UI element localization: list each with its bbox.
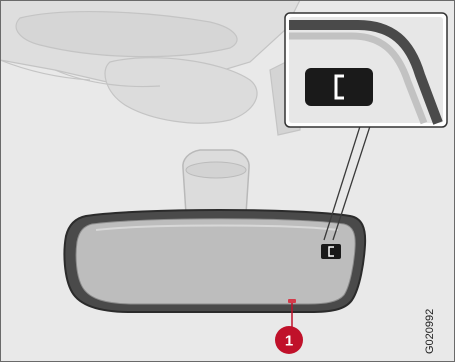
figure-code: G020992: [424, 309, 436, 354]
inset-indicator-icon: [305, 68, 373, 106]
mirror-indicator-icon: [321, 244, 341, 259]
callout-number: 1: [285, 333, 293, 350]
light-sensor-icon: [288, 299, 296, 303]
rearview-mirror: [64, 210, 365, 312]
mirror-stem: [183, 150, 249, 214]
inset-detail: [285, 13, 447, 127]
